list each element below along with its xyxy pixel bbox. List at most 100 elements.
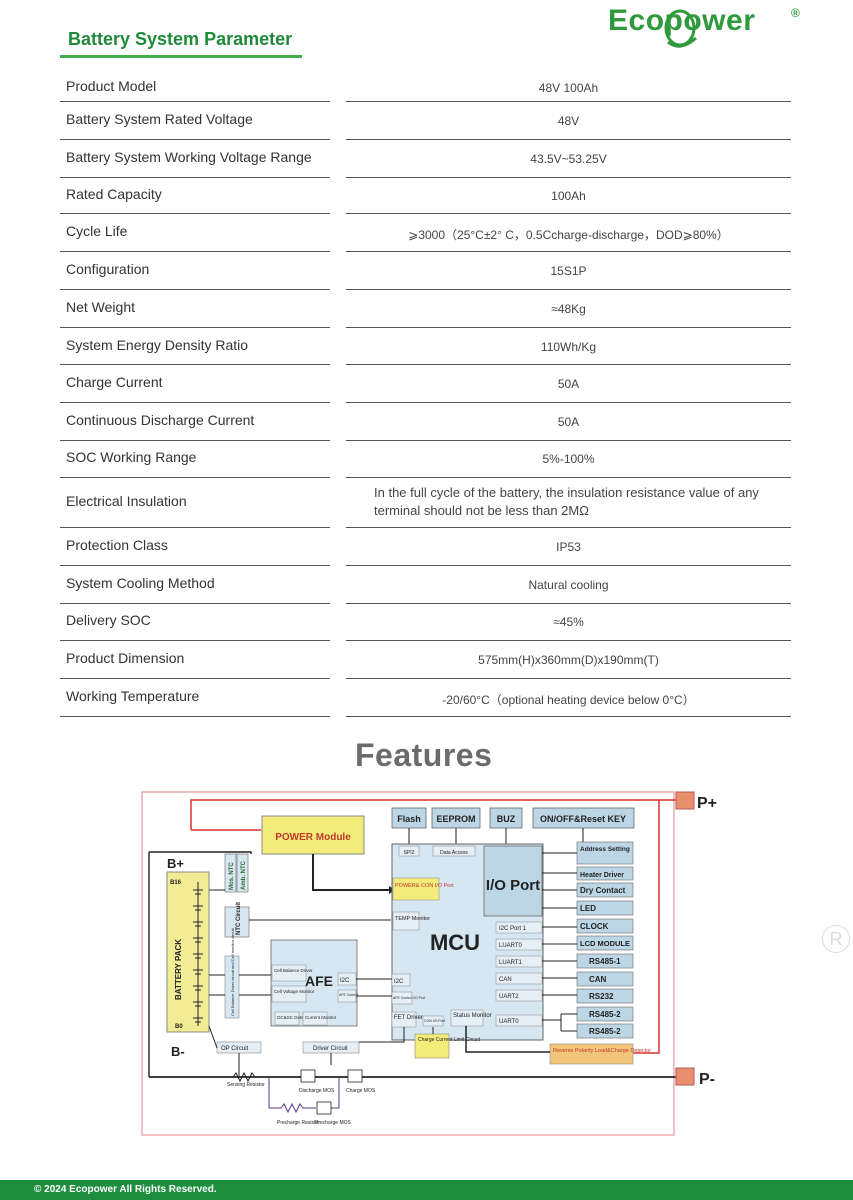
- parameter-value: 100Ah: [551, 189, 586, 203]
- parameter-value: 110Wh/Kg: [540, 340, 597, 354]
- flash-label: Flash: [397, 814, 421, 824]
- parameter-value: -20/60°C（optional heating device below 0…: [442, 693, 695, 707]
- power-module-box: [261, 815, 365, 855]
- row-divider-right: [346, 101, 791, 102]
- row-divider-right: [346, 440, 791, 441]
- row-divider-left: [60, 440, 330, 441]
- row-divider-right: [346, 477, 791, 478]
- b-plus-label: B+: [167, 856, 184, 871]
- row-divider-right: [346, 364, 791, 365]
- afe-control-label: AFE Control: [339, 993, 358, 997]
- row-divider-right: [346, 213, 791, 214]
- row-divider-left: [60, 251, 330, 252]
- parameter-row: Cycle Life⩾3000（25°C±2° C，0.5Ccharge-dis…: [60, 214, 791, 252]
- afe-i2c-label: I2C: [340, 978, 350, 984]
- row-divider-right: [346, 527, 791, 528]
- row-divider-right: [346, 640, 791, 641]
- charge-limit-label: Charge Current Limit Circuit: [418, 1037, 481, 1043]
- parameter-value: ≈48Kg: [551, 302, 586, 316]
- row-divider-right: [346, 327, 791, 328]
- parameter-label: Product Model: [66, 78, 157, 94]
- parameter-row: Working Temperature -20/60°C（optional hea…: [60, 679, 791, 717]
- heater-driver-label: Heater Driver: [580, 872, 624, 879]
- row-divider-left: [60, 213, 330, 214]
- row-divider-left: [60, 402, 330, 403]
- parameter-label: System Energy Density Ratio: [66, 337, 249, 353]
- amb-ntc-label: Amb. NTC: [241, 860, 247, 890]
- row-divider-left: [60, 678, 330, 679]
- io-port-label: I/O Port: [486, 877, 540, 894]
- rs485-1-label: RS485-1: [589, 957, 621, 966]
- logo-registered-mark: ®: [791, 6, 800, 20]
- afe-control-io-label: AFE Control I/O Port: [393, 996, 425, 1000]
- spi2-label: SPI2: [404, 850, 415, 856]
- parameter-label: Working Temperature: [66, 688, 200, 704]
- row-divider-right: [346, 289, 791, 290]
- battery-cells: [193, 882, 203, 1026]
- power-con-label: POWER& CON I/O Port: [395, 883, 454, 889]
- io-port-box: [483, 845, 543, 917]
- con-io-port-label: CON I/O Port: [424, 1019, 445, 1023]
- temp-monitor-label: TEMP Monitor: [395, 916, 430, 922]
- p-plus-right-line: [633, 800, 660, 1054]
- uart2-label: UART2: [499, 994, 519, 1000]
- row-divider-left: [60, 565, 330, 566]
- sensing-resistor-label: Sensing Resistor: [227, 1082, 265, 1088]
- parameter-value: 50A: [557, 415, 580, 429]
- features-title: Features: [355, 737, 493, 773]
- ntc-circuit-label: NTC Circuit: [236, 902, 242, 935]
- lcd-module-box: [576, 935, 634, 951]
- registered-watermark: R: [822, 925, 850, 953]
- parameter-row: Continuous Discharge Current 50A: [60, 403, 791, 441]
- row-divider-left: [60, 527, 330, 528]
- row-divider-right: [346, 402, 791, 403]
- afe-label: AFE: [305, 973, 333, 989]
- row-divider-right: [346, 678, 791, 679]
- charge-mos-label: Charge MOS: [346, 1088, 376, 1094]
- power-con-box: [392, 877, 440, 901]
- p-plus-line: [190, 799, 676, 830]
- power-to-mcu-arrow: [312, 854, 389, 891]
- rs232-label: RS232: [589, 992, 614, 1001]
- row-divider-right: [346, 565, 791, 566]
- ocsc-detector-label: OC&SC Detector: [277, 1015, 312, 1020]
- row-divider-left: [60, 364, 330, 365]
- row-divider-left: [60, 101, 330, 102]
- discharge-mos-label: Discharge MOS: [299, 1088, 335, 1094]
- parameter-value: 15S1P: [550, 264, 587, 278]
- row-divider-right: [346, 177, 791, 178]
- row-divider-right: [346, 716, 791, 717]
- row-divider-left: [60, 603, 330, 604]
- b-minus-label: B-: [171, 1044, 185, 1059]
- p-plus-terminal: [675, 791, 695, 810]
- led-label: LED: [580, 904, 596, 913]
- row-divider-left: [60, 716, 330, 717]
- cell-balance-circuit-box: [224, 955, 240, 1019]
- battery-pack-box: [166, 871, 210, 1033]
- p-plus-label: P+: [697, 795, 717, 812]
- parameter-value: IP53: [556, 540, 581, 554]
- parameter-label: Electrical Insulation: [66, 493, 187, 509]
- p-minus-terminal: [675, 1067, 695, 1086]
- parameter-row: Net Weight≈48Kg: [60, 290, 791, 328]
- rs232-box: [576, 988, 634, 1004]
- parameter-label: Product Dimension: [66, 650, 185, 666]
- row-divider-right: [346, 603, 791, 604]
- reverse-polarity-box: [549, 1043, 634, 1065]
- parameter-row: System Energy Density Ratio 110Wh/Kg: [60, 328, 791, 365]
- parameter-label: System Cooling Method: [66, 575, 215, 591]
- fet-driver-label: FET Driver: [394, 1015, 423, 1021]
- parameter-label: Continuous Discharge Current: [66, 412, 255, 428]
- op-circuit-label: OP Circuit: [221, 1046, 249, 1052]
- row-divider-left: [60, 327, 330, 328]
- parameter-value: 48V: [557, 114, 580, 128]
- i2c-port1-label: I2C Port 1: [499, 926, 527, 932]
- status-monitor-label: Status Monitor: [453, 1013, 492, 1019]
